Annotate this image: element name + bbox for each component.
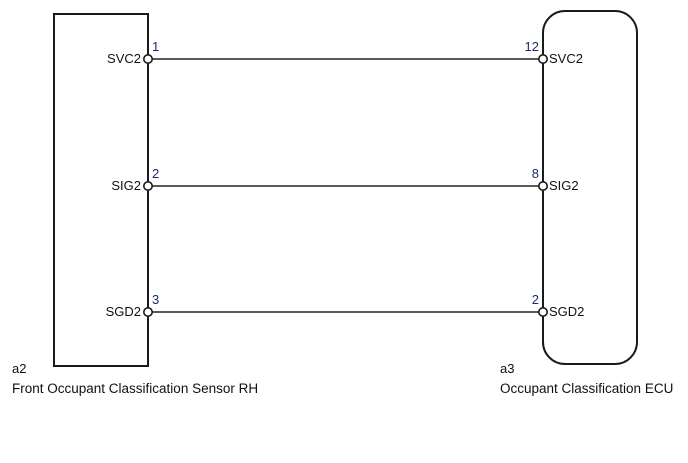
- terminal-label-right-sgd2: SGD2: [549, 304, 584, 319]
- pin-number-right-svc2: 12: [525, 39, 539, 54]
- component-box-left-sensor: [53, 13, 149, 367]
- pin-number-left-sgd2: 3: [152, 292, 159, 307]
- component-caption-left: Front Occupant Classification Sensor RH: [12, 381, 258, 396]
- pin-number-right-sig2: 8: [532, 166, 539, 181]
- terminal-label-left-sig2: SIG2: [111, 178, 141, 193]
- component-caption-right: Occupant Classification ECU: [500, 381, 673, 396]
- component-ref-right: a3: [500, 361, 514, 376]
- terminal-node-right-sgd2: [537, 306, 548, 317]
- terminal-node-left-sig2: [143, 181, 154, 192]
- terminal-node-right-sig2: [537, 181, 548, 192]
- terminal-label-right-svc2: SVC2: [549, 51, 583, 66]
- pin-number-left-svc2: 1: [152, 39, 159, 54]
- terminal-node-left-sgd2: [143, 306, 154, 317]
- pin-number-left-sig2: 2: [152, 166, 159, 181]
- component-ref-left: a2: [12, 361, 26, 376]
- terminal-label-right-sig2: SIG2: [549, 178, 579, 193]
- terminal-node-right-svc2: [537, 53, 548, 64]
- pin-number-right-sgd2: 2: [532, 292, 539, 307]
- terminal-label-left-svc2: SVC2: [107, 51, 141, 66]
- terminal-label-left-sgd2: SGD2: [106, 304, 141, 319]
- terminal-node-left-svc2: [143, 53, 154, 64]
